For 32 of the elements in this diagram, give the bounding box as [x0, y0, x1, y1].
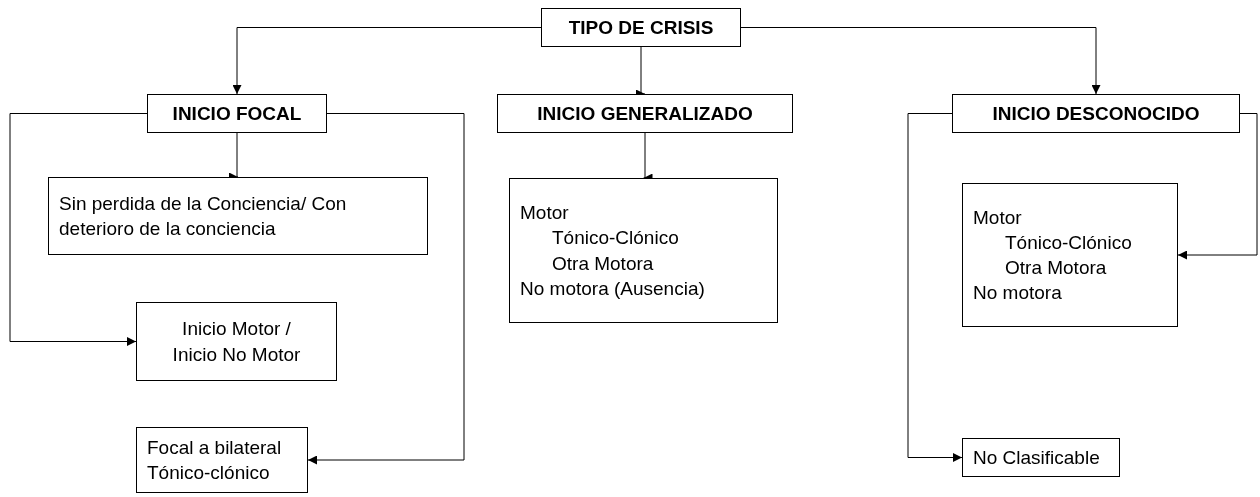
- process-box: [136, 302, 337, 381]
- arrow: [307, 113, 465, 465]
- arrow: [740, 27, 1101, 95]
- heading-box: [541, 8, 741, 47]
- node-text: INICIO GENERALIZADO: [537, 101, 753, 126]
- node-text: Motor: [520, 201, 570, 226]
- arrow: [1177, 113, 1258, 260]
- process-box: [509, 178, 778, 323]
- node-text: Inicio Motor / Inicio No Motor: [171, 317, 302, 367]
- node-text: Focal a bilateral Tónico-clónico: [147, 435, 283, 485]
- process-box: [136, 427, 308, 493]
- node-text: INICIO FOCAL: [172, 101, 302, 126]
- arrow: [907, 113, 963, 462]
- heading-box: [952, 94, 1240, 133]
- process-box: [962, 183, 1178, 327]
- heading-box: [147, 94, 327, 133]
- process-box: [48, 177, 428, 255]
- heading-box: [497, 94, 793, 133]
- node-text: Tónico-Clónico: [1004, 230, 1133, 255]
- node-text: TIPO DE CRISIS: [568, 15, 714, 40]
- arrow: [9, 113, 148, 346]
- node-text: INICIO DESCONOCIDO: [992, 101, 1200, 126]
- node-text: No motora: [973, 281, 1063, 306]
- node-text: Tónico-Clónico: [551, 226, 680, 251]
- arrow: [232, 27, 542, 95]
- node-text: Otra Motora: [1004, 256, 1108, 280]
- node-text: No motora (Ausencia): [520, 276, 706, 301]
- node-text: Motor: [973, 205, 1023, 230]
- process-box: [962, 438, 1120, 477]
- node-text: Sin perdida de la Conciencia/ Con deterioro de la conciencia: [59, 191, 348, 241]
- node-text: No Clasificable: [973, 445, 1101, 470]
- node-text: Otra Motora: [551, 251, 655, 276]
